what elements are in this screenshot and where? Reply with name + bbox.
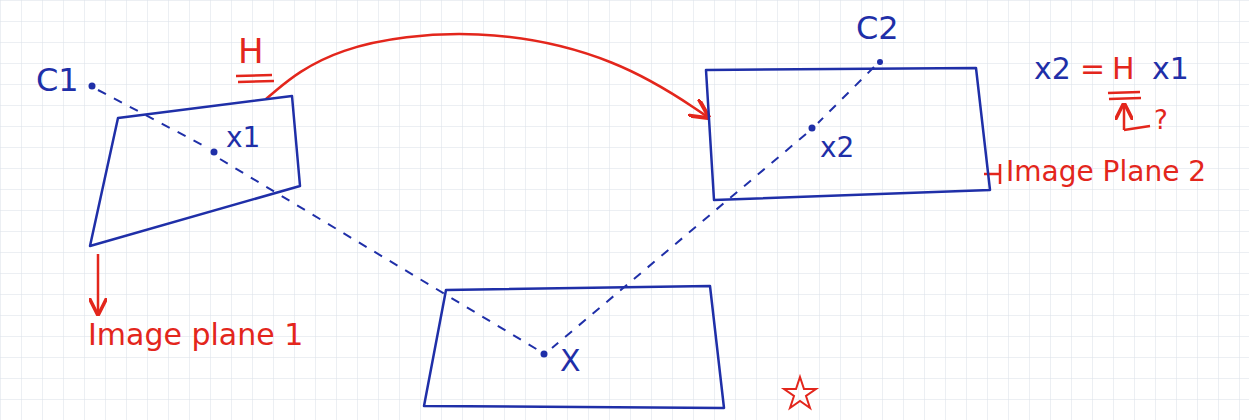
equation-term: x2 (1034, 52, 1071, 87)
homography-arrow (266, 34, 708, 117)
label-anchor: H (1112, 52, 1135, 87)
label-anchor: ? (1154, 106, 1168, 136)
label-anchor: C1 (36, 62, 79, 99)
image-plane: x2 (700, 62, 995, 207)
label-anchor: x1 (1152, 52, 1189, 87)
camera-label: C2 (856, 10, 899, 47)
image-point (809, 125, 816, 132)
camera-label: C1 (36, 62, 79, 99)
label-anchor: H (238, 32, 264, 71)
point-label: x1 (226, 122, 260, 154)
label-anchor: Image plane 1 (88, 318, 303, 353)
plane-label: Image plane 1 (88, 318, 303, 353)
image-point (541, 351, 548, 358)
equation-term: H (1112, 52, 1135, 87)
label-anchor: x2 (1034, 52, 1071, 87)
underline (238, 81, 274, 82)
underline (1109, 98, 1141, 99)
equation-sign: = (1080, 52, 1105, 87)
star-mark (784, 377, 816, 408)
plane-outline (706, 68, 990, 200)
underline (236, 75, 272, 76)
question-mark: ? (1154, 106, 1168, 136)
camera-centre (89, 83, 96, 90)
plane-outline (90, 96, 300, 246)
edge-label: H (238, 32, 264, 71)
projection-ray (818, 67, 874, 123)
world-plane: X (420, 282, 730, 412)
equation-term: x1 (1152, 52, 1189, 87)
underline (1108, 92, 1140, 93)
camera-centre (877, 59, 883, 65)
projection-ray (552, 134, 806, 348)
label-anchor: Image Plane 2 (1006, 156, 1206, 188)
point-label: X (560, 344, 581, 379)
label-anchor: C2 (856, 10, 899, 47)
image-plane: x1 (86, 92, 306, 252)
leader-arrow (97, 254, 100, 312)
label-anchor: = (1080, 52, 1105, 87)
plane-outline (424, 286, 724, 408)
plane-label: Image Plane 2 (1006, 156, 1206, 188)
image-point (211, 149, 218, 156)
question-arrow (1124, 126, 1150, 130)
point-label: x2 (820, 132, 854, 164)
plane-outline (86, 92, 306, 252)
question-arrow (1123, 106, 1126, 130)
